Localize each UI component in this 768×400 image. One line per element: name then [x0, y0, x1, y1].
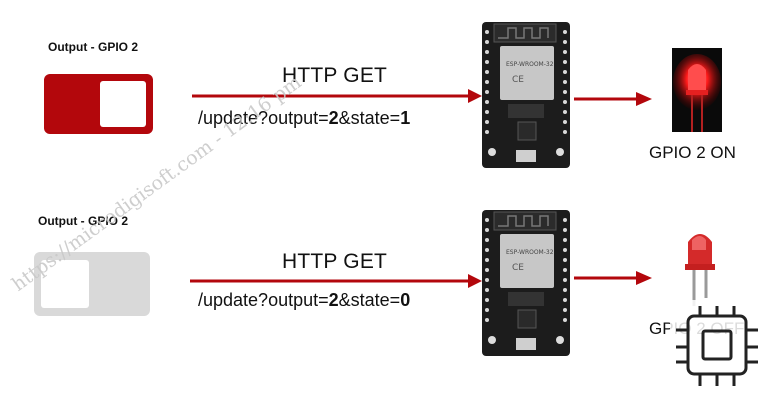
row1-url-state: 1 — [400, 108, 411, 128]
svg-text:ESP-WROOM-32: ESP-WROOM-32 — [506, 249, 554, 256]
row1-gpio-status: GPIO 2 ON — [649, 143, 736, 162]
row1-toggle-knob — [100, 81, 146, 127]
row1-url-output: 2 — [328, 108, 339, 128]
row2-led-off-icon — [685, 234, 715, 306]
row2-url-prefix: /update?output= — [198, 290, 329, 310]
row1-url-mid: &state= — [338, 108, 401, 128]
row1-toggle-switch[interactable] — [44, 74, 153, 134]
row1-request-url: /update?output=2&state=1 — [198, 108, 410, 129]
row1-led-on-icon — [672, 48, 722, 132]
row1-url-prefix: /update?output= — [198, 108, 329, 128]
row2-toggle-knob — [41, 260, 89, 308]
row2-esp32-board-icon: ESP-WROOM-32 CE — [482, 210, 570, 356]
chip-watermark-icon — [670, 300, 764, 392]
svg-text:ESP-WROOM-32: ESP-WROOM-32 — [506, 61, 554, 68]
row1-esp32-board-icon: ESP-WROOM-32 CE — [482, 22, 570, 168]
row2-request-url: /update?output=2&state=0 — [198, 290, 410, 311]
row2-url-mid: &state= — [338, 290, 401, 310]
row2-url-output: 2 — [328, 290, 339, 310]
row2-http-method: HTTP GET — [282, 250, 388, 273]
row1-title: Output - GPIO 2 — [48, 40, 138, 54]
row2-title: Output - GPIO 2 — [38, 214, 128, 228]
row2-toggle-switch[interactable] — [34, 252, 150, 316]
row2-url-state: 0 — [400, 290, 411, 310]
row1-http-method: HTTP GET — [282, 64, 388, 87]
svg-text:CE: CE — [512, 263, 524, 273]
svg-text:CE: CE — [512, 75, 524, 85]
